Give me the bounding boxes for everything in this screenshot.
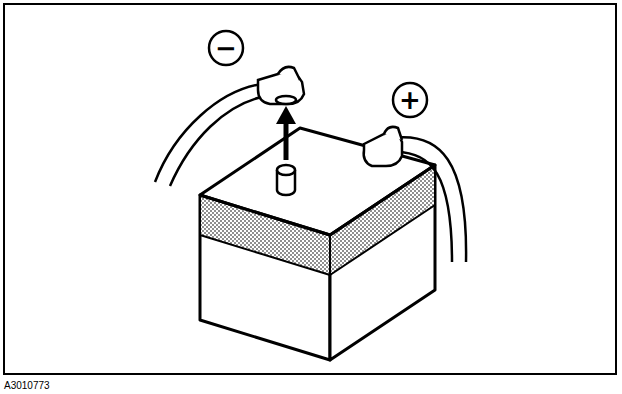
negative-symbol-circle xyxy=(209,31,243,65)
negative-post xyxy=(277,165,295,195)
positive-symbol-circle xyxy=(393,83,427,117)
lift-arrow xyxy=(276,106,296,160)
negative-cable xyxy=(155,67,304,186)
positive-cable xyxy=(364,127,466,262)
positive-symbol: + xyxy=(392,82,428,118)
battery-case xyxy=(200,128,435,360)
frame xyxy=(4,4,616,374)
negative-symbol: − xyxy=(208,30,244,66)
figure-code: A3010773 xyxy=(3,381,51,391)
